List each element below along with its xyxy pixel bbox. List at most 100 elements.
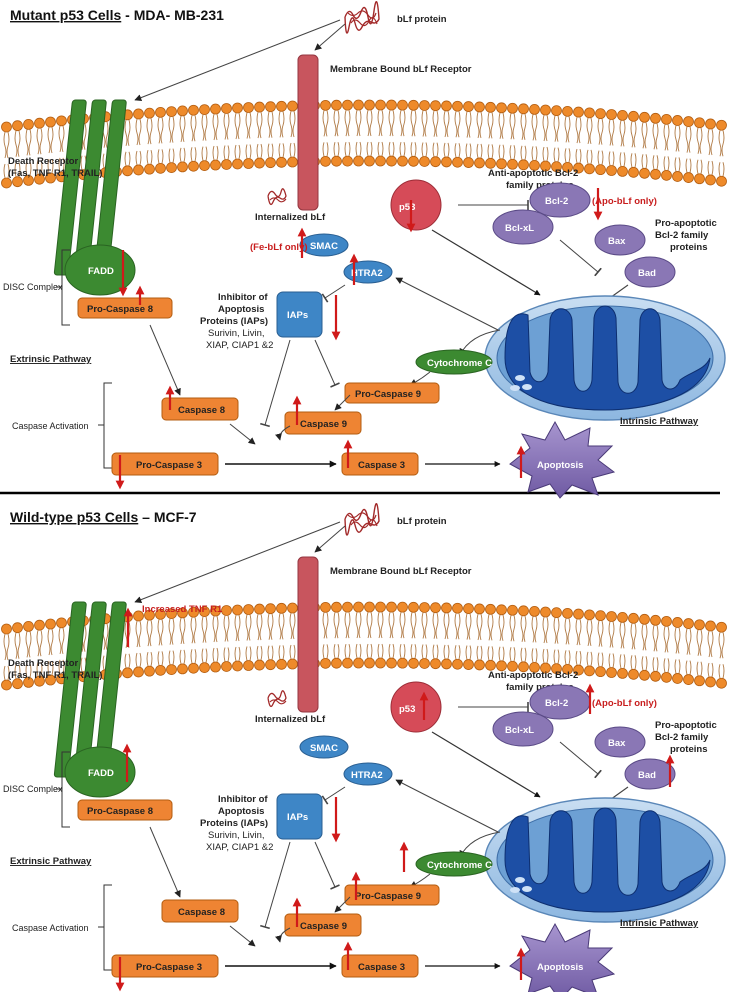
panel-title: Wild-type p53 Cells – MCF-7 (10, 509, 197, 525)
mitochondrion (484, 797, 726, 923)
anti-apoptotic-label: Anti-apoptotic Bcl-2 family proteins (488, 670, 581, 693)
iap-description: Inhibitor of Apoptosis Proteins (IAPs) S… (200, 794, 273, 853)
htra2-label: HTRA2 (351, 770, 383, 781)
apoptosis-label: Apoptosis (537, 460, 583, 471)
pro-caspase-8-label: Pro-Caspase 8 (87, 304, 153, 315)
p53 (390, 681, 442, 733)
caspase-activation-bracket (98, 884, 112, 971)
mitochondrion (484, 295, 726, 421)
fadd (64, 746, 136, 798)
anti-apoptotic-line-2: family proteins (506, 682, 574, 693)
arrow-p53-to-mito (431, 731, 541, 798)
smac-label: SMAC (310, 241, 338, 252)
pro-apoptotic-line-2: Bcl-2 family (655, 732, 709, 743)
fadd-label: FADD (88, 768, 114, 779)
death-receptor-sub-label: (Fas, TNF R1, TRAIL) (8, 670, 102, 681)
apoptosis-burst (509, 922, 616, 992)
fadd (64, 244, 136, 296)
iap-line-3: Proteins (IAPs) (200, 316, 268, 327)
blf-protein-label: bLf protein (397, 14, 447, 25)
blf-protein-icon (344, 503, 380, 536)
fadd-label: FADD (88, 266, 114, 277)
caspase-9-label: Caspase 9 (300, 921, 347, 932)
pro-caspase-9-label: Pro-Caspase 9 (355, 891, 421, 902)
inhibit-iaps-casp9 (314, 841, 340, 890)
extrinsic-pathway-label: Extrinsic Pathway (10, 354, 92, 365)
pro-apoptotic-line-3: proteins (670, 242, 707, 253)
internalized-blf-label: Internalized bLf (255, 714, 326, 725)
pro-caspase-8-label: Pro-Caspase 8 (87, 806, 153, 817)
inhibit-bcl2-mito (559, 741, 602, 779)
caspase-8-label: Caspase 8 (178, 907, 225, 918)
arrow-casp9-converge (275, 425, 291, 441)
apoptosis-burst (509, 420, 616, 499)
pro-caspase-3-label: Pro-Caspase 3 (136, 460, 202, 471)
inhibit-iaps-casp-left (259, 339, 291, 428)
anti-apoptotic-line-2: family proteins (506, 180, 574, 191)
panel-title-rest: - MDA- MB-231 (121, 7, 224, 23)
inhibit-iaps-casp9 (314, 339, 340, 388)
membrane-receptor-label: Membrane Bound bLf Receptor (330, 64, 472, 75)
disc-complex-bracket (56, 751, 70, 828)
bad-label: Bad (638, 268, 656, 279)
caspase-8 (161, 899, 239, 923)
iap-line-2: Apoptosis (218, 304, 264, 315)
inhibit-htra2-iaps (321, 786, 346, 805)
arrow-casp8-converge (229, 423, 256, 445)
bax (594, 224, 646, 256)
cytochrome-c-label: Cytochrome C (427, 860, 492, 871)
pro-caspase-3 (111, 452, 219, 476)
inhibit-htra2-iaps (321, 284, 346, 303)
p53 (390, 179, 442, 231)
smac (299, 233, 349, 257)
caspase-9 (284, 913, 362, 937)
caspase-3 (341, 452, 419, 476)
smac-label: SMAC (310, 743, 338, 754)
arrow-casp8-converge (229, 925, 256, 947)
pro-apoptotic-label: Pro-apoptotic Bcl-2 family proteins (655, 720, 719, 755)
iap-description: Inhibitor of Apoptosis Proteins (IAPs) S… (200, 292, 273, 351)
caspase-8 (161, 397, 239, 421)
cytochrome-c (415, 851, 493, 877)
htra2-label: HTRA2 (351, 268, 383, 279)
wildtype-p53-panel: Wild-type p53 Cells – MCF-7 bLf protein … (1, 503, 727, 992)
arrow-blf-to-receptor (314, 525, 346, 553)
iaps-label: IAPs (287, 812, 308, 823)
iaps (276, 291, 323, 338)
caspase-activation-label: Caspase Activation (12, 923, 89, 933)
iap-line-5: XIAP, CIAP1 &2 (206, 340, 273, 351)
arrow-mito-to-htra2 (395, 779, 499, 833)
bax (594, 726, 646, 758)
apo-only-label: (Apo-bLf only) (592, 698, 657, 709)
iap-line-1: Inhibitor of (218, 794, 268, 805)
iap-line-4: Surivin, Livin, (208, 830, 265, 841)
bcl2-label: Bcl-2 (545, 698, 568, 709)
bax-label: Bax (608, 738, 626, 749)
htra2 (343, 762, 393, 786)
arrow-procasp9-to-casp9 (334, 896, 351, 913)
iap-line-5: XIAP, CIAP1 &2 (206, 842, 273, 853)
apo-only-label: (Apo-bLf only) (592, 196, 657, 207)
regulation-arrows (115, 188, 603, 490)
disc-complex-label: DISC Complex (3, 784, 63, 794)
pro-apoptotic-line-1: Pro-apoptotic (655, 720, 717, 731)
bclxl (492, 711, 554, 747)
anti-apoptotic-line-1: Anti-apoptotic Bcl-2 (488, 168, 578, 179)
bax-label: Bax (608, 236, 626, 247)
extrinsic-pathway-label: Extrinsic Pathway (10, 856, 92, 867)
cytochrome-c (415, 349, 493, 375)
mutant-p53-panel: Mutant p53 Cells - MDA- MB-231 bLf prote… (1, 1, 727, 499)
pro-apoptotic-label: Pro-apoptotic Bcl-2 family proteins (655, 218, 719, 253)
panel-title-bold: Wild-type p53 Cells (10, 509, 138, 525)
pro-caspase-9-label: Pro-Caspase 9 (355, 389, 421, 400)
iaps (276, 793, 323, 840)
caspase-3-label: Caspase 3 (358, 962, 405, 973)
increased-tnf-label: Increased TNF R1 (142, 604, 223, 615)
arrow-blf-to-receptor (314, 23, 346, 51)
bad (624, 758, 676, 790)
regulation-arrows (115, 607, 675, 992)
bclxl-label: Bcl-xL (505, 223, 534, 234)
caspase-9 (284, 411, 362, 435)
pro-caspase-8 (77, 799, 173, 821)
caspase-3-label: Caspase 3 (358, 460, 405, 471)
